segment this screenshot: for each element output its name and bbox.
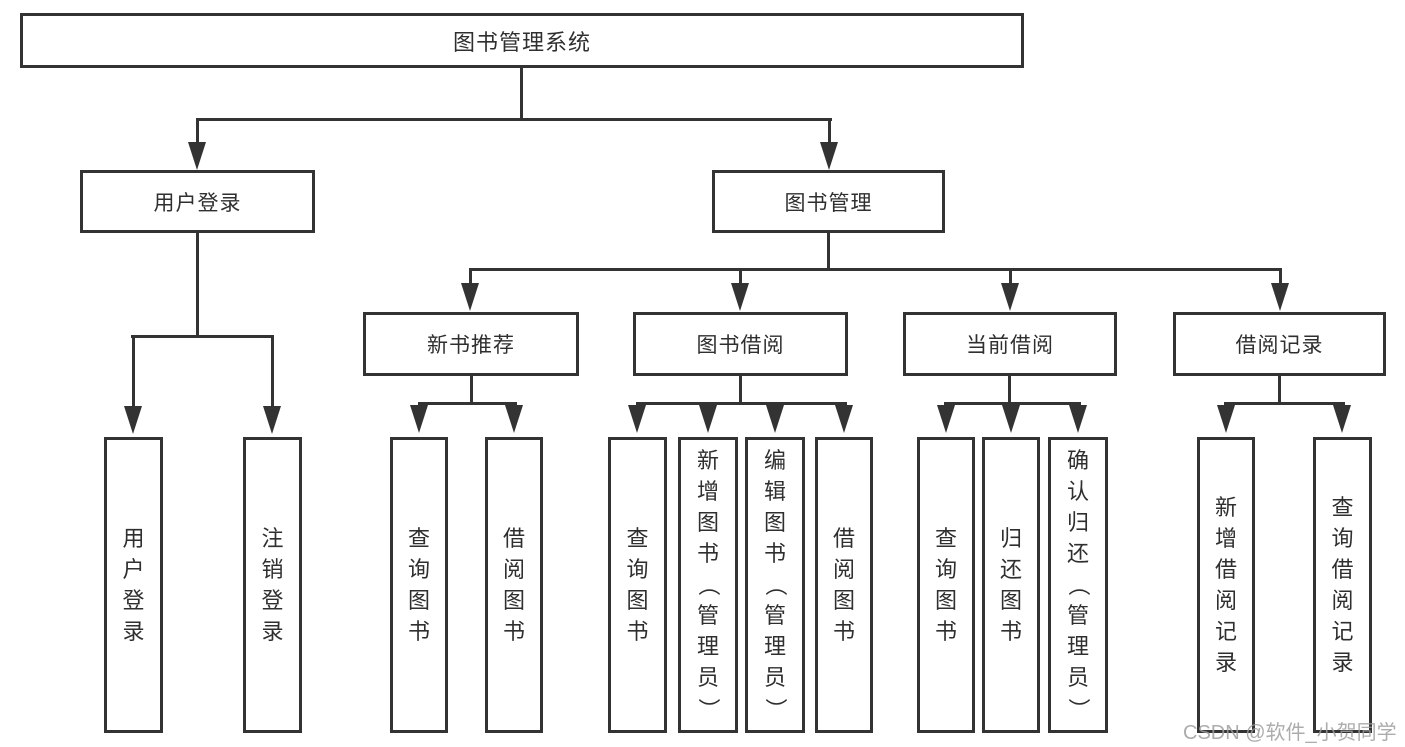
connector-line bbox=[196, 118, 832, 121]
arrow-down-icon bbox=[1001, 283, 1019, 311]
arrow-down-icon bbox=[505, 405, 523, 433]
connector-line bbox=[1279, 268, 1282, 286]
connector-line bbox=[944, 402, 1081, 405]
connector-line bbox=[1278, 376, 1281, 404]
arrow-down-icon bbox=[820, 142, 838, 170]
arrow-down-icon bbox=[1333, 405, 1351, 433]
node-book-management: 图书管理 bbox=[712, 170, 945, 233]
node-label: 图书管理系统 bbox=[452, 29, 591, 55]
connector-line bbox=[469, 268, 472, 286]
arrow-down-icon bbox=[1217, 405, 1235, 433]
arrow-down-icon bbox=[124, 406, 142, 434]
leaf-nb-query-books: 查询图书 bbox=[390, 437, 448, 733]
leaf-nb-borrow-books: 借阅图书 bbox=[485, 437, 543, 733]
node-label: 新增图书（管理员） bbox=[695, 448, 721, 721]
connector-line bbox=[469, 268, 1282, 271]
node-label: 图书管理 bbox=[784, 191, 873, 215]
leaf-br-add-record: 新增借阅记录 bbox=[1197, 437, 1255, 733]
connector-line bbox=[520, 68, 523, 120]
arrow-down-icon bbox=[188, 142, 206, 170]
node-label: 归还图书 bbox=[999, 525, 1022, 644]
connector-line bbox=[196, 233, 199, 335]
leaf-cb-confirm-return-admin: 确认归还（管理员） bbox=[1048, 437, 1108, 733]
node-label: 编辑图书（管理员） bbox=[762, 448, 788, 721]
node-label: 查询借阅记录 bbox=[1331, 494, 1354, 675]
arrow-down-icon bbox=[1069, 405, 1087, 433]
arrow-down-icon bbox=[766, 405, 784, 433]
connector-line bbox=[739, 376, 742, 404]
connector-line bbox=[1224, 402, 1345, 405]
connector-line bbox=[739, 268, 742, 286]
node-label: 新书推荐 bbox=[427, 334, 515, 357]
node-label: 用户登录 bbox=[153, 191, 242, 215]
connector-line bbox=[470, 376, 473, 404]
arrow-down-icon bbox=[1002, 405, 1020, 433]
arrow-down-icon bbox=[628, 405, 646, 433]
connector-line bbox=[132, 335, 135, 408]
leaf-logout: 注销登录 bbox=[243, 437, 302, 733]
node-label: 图书借阅 bbox=[696, 334, 785, 357]
arrow-down-icon bbox=[835, 405, 853, 433]
connector-line bbox=[418, 402, 517, 405]
node-label: 借阅记录 bbox=[1235, 334, 1324, 357]
node-label: 借阅图书 bbox=[502, 525, 525, 644]
leaf-bb-query-books: 查询图书 bbox=[608, 437, 667, 733]
connector-line bbox=[636, 402, 847, 405]
node-user-login: 用户登录 bbox=[80, 170, 315, 233]
connector-line bbox=[271, 335, 274, 408]
leaf-user-login: 用户登录 bbox=[104, 437, 163, 733]
node-label: 注销登录 bbox=[261, 525, 284, 644]
connector-line bbox=[827, 233, 830, 270]
connector-line bbox=[131, 335, 274, 338]
node-library-management-system: 图书管理系统 bbox=[20, 13, 1024, 68]
node-current-borrowing: 当前借阅 bbox=[903, 312, 1117, 376]
leaf-cb-query-books: 查询图书 bbox=[917, 437, 975, 733]
node-label: 当前借阅 bbox=[966, 334, 1054, 357]
leaf-bb-edit-books-admin: 编辑图书（管理员） bbox=[745, 437, 805, 733]
connector-line bbox=[196, 118, 199, 146]
node-label: 新增借阅记录 bbox=[1214, 494, 1237, 675]
arrow-down-icon bbox=[263, 406, 281, 434]
node-label: 查询图书 bbox=[626, 525, 649, 644]
connector-line bbox=[828, 118, 831, 146]
leaf-bb-borrow-books: 借阅图书 bbox=[815, 437, 873, 733]
connector-line bbox=[1009, 268, 1012, 286]
node-label: 用户登录 bbox=[122, 525, 145, 644]
node-new-book-recommendation: 新书推荐 bbox=[363, 312, 579, 376]
arrow-down-icon bbox=[1271, 283, 1289, 311]
leaf-cb-return-books: 归还图书 bbox=[982, 437, 1040, 733]
arrow-down-icon bbox=[461, 283, 479, 311]
leaf-bb-add-books-admin: 新增图书（管理员） bbox=[678, 437, 738, 733]
node-label: 借阅图书 bbox=[832, 525, 855, 644]
node-book-borrowing: 图书借阅 bbox=[633, 312, 848, 376]
arrow-down-icon bbox=[699, 405, 717, 433]
node-borrowing-records: 借阅记录 bbox=[1173, 312, 1386, 376]
watermark: CSDN @软件_小贺同学 bbox=[1183, 722, 1397, 744]
node-label: 查询图书 bbox=[934, 525, 957, 644]
arrow-down-icon bbox=[937, 405, 955, 433]
node-label: 查询图书 bbox=[407, 525, 430, 644]
arrow-down-icon bbox=[410, 405, 428, 433]
arrow-down-icon bbox=[731, 283, 749, 311]
connector-line bbox=[1008, 376, 1011, 404]
leaf-br-query-record: 查询借阅记录 bbox=[1313, 437, 1372, 733]
node-label: 确认归还（管理员） bbox=[1065, 448, 1091, 721]
